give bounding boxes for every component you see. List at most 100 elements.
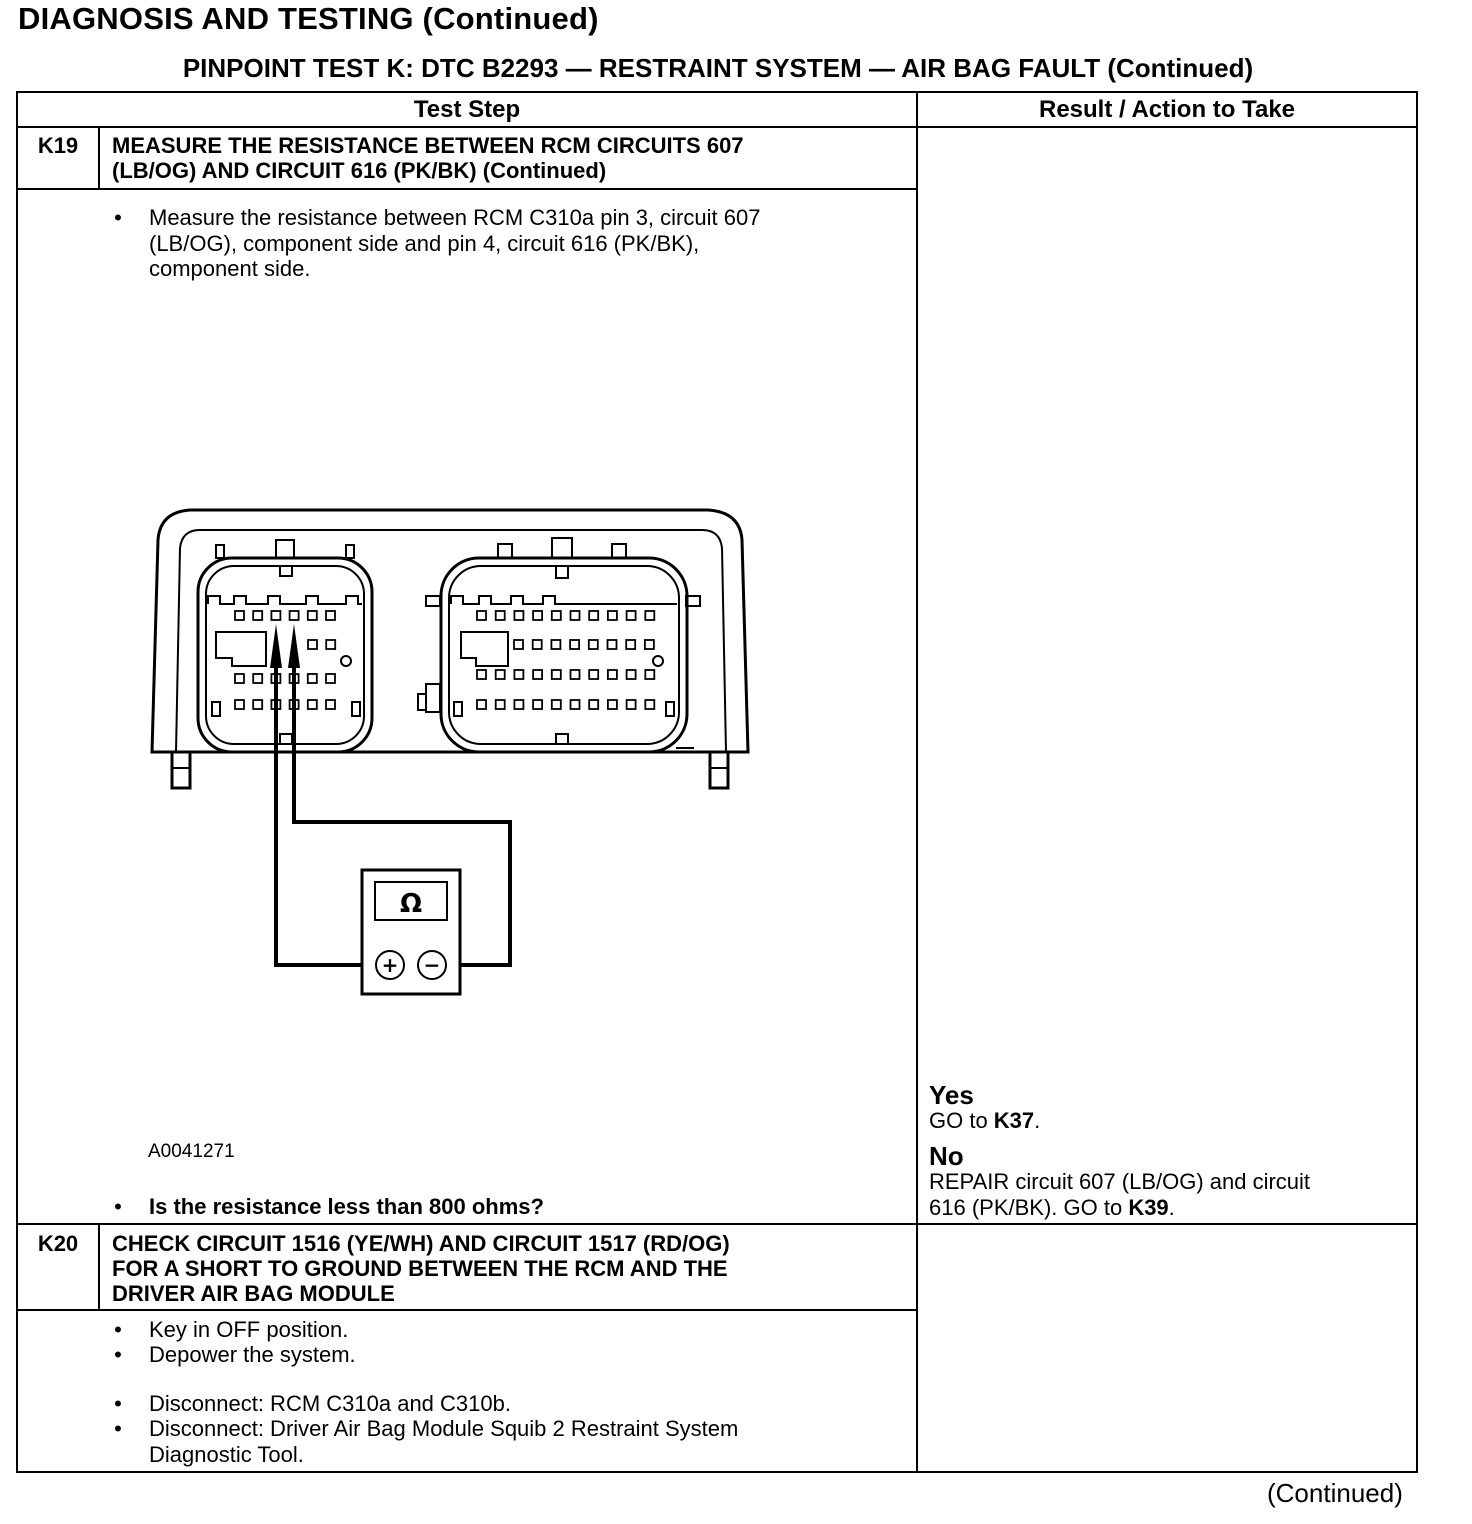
pin-cavity — [625, 610, 637, 621]
pin-cavity — [494, 669, 506, 680]
step-heading-line: DRIVER AIR BAG MODULE — [112, 1281, 395, 1306]
k20-instruction: Disconnect: RCM C310a and C310b. — [149, 1391, 511, 1416]
rcm-housing — [150, 508, 750, 754]
pin-cavity — [306, 673, 318, 684]
instruction-line: (LB/OG), component side and pin 4, circu… — [149, 230, 700, 256]
step-heading-line: MEASURE THE RESISTANCE BETWEEN RCM CIRCU… — [112, 133, 744, 158]
pin-cavity — [494, 699, 506, 710]
step-id-k20: K20 — [37, 1231, 79, 1256]
pin-cavity — [606, 639, 618, 650]
result-no-action: REPAIR circuit 607 (LB/OG) and circuit 6… — [929, 1169, 1310, 1220]
pin-cavity — [513, 669, 525, 680]
pin-cavity — [625, 669, 637, 680]
connector-pins — [234, 610, 656, 710]
pin-cavity — [306, 610, 318, 621]
pin-cavity — [625, 639, 637, 650]
pin-cavity — [234, 610, 245, 621]
pin-cavity — [513, 699, 525, 710]
pin-cavity — [532, 669, 543, 680]
ohmmeter-minus-terminal — [417, 950, 447, 980]
mount-foot-right — [708, 750, 730, 790]
pin-cavity — [252, 699, 264, 710]
pin-cavity — [607, 669, 618, 680]
k19-question: Is the resistance less than 800 ohms? — [149, 1194, 544, 1219]
ohmmeter-display — [374, 881, 448, 921]
bullet-marker: • — [114, 1194, 122, 1219]
pin-cavity — [588, 610, 600, 621]
pin-cavity — [550, 610, 562, 621]
col-header-result: Result / Action to Take — [1038, 96, 1296, 123]
pin-cavity — [513, 610, 525, 621]
step-heading-line: CHECK CIRCUIT 1516 (YE/WH) AND CIRCUIT 1… — [112, 1231, 730, 1256]
pin-cavity — [550, 699, 562, 710]
instruction-line: Disconnect: Driver Air Bag Module Squib … — [149, 1416, 739, 1441]
pin-cavity — [569, 669, 581, 680]
pin-cavity — [644, 699, 656, 710]
result-text: REPAIR circuit 607 (LB/OG) and circuit — [929, 1169, 1311, 1194]
pin-cavity — [588, 699, 600, 710]
pin-cavity — [644, 669, 656, 680]
pin-cavity — [644, 639, 655, 650]
pin-cavity — [325, 673, 336, 684]
pin-cavity — [288, 610, 300, 621]
result-yes-label: Yes — [929, 1080, 974, 1110]
pin-cavity — [325, 639, 337, 650]
instruction-line: component side. — [149, 256, 311, 281]
pin-cavity — [569, 610, 581, 621]
pin-cavity — [625, 699, 637, 710]
figure-id: A0041271 — [148, 1141, 235, 1162]
k19-instruction: Measure the resistance between RCM C310a… — [149, 205, 760, 282]
pin-cavity — [234, 699, 245, 710]
pin-cavity — [532, 610, 543, 621]
result-text: GO to — [929, 1108, 994, 1133]
ohmmeter — [360, 868, 462, 996]
pin-cavity — [607, 699, 618, 710]
ohmmeter-plus-terminal — [375, 950, 405, 980]
pin-cavity — [532, 699, 543, 710]
k20-instruction: Depower the system. — [149, 1342, 356, 1367]
pin-cavity — [476, 669, 487, 680]
k20-instruction: Key in OFF position. — [149, 1317, 349, 1342]
pin-cavity — [325, 610, 336, 621]
bullet-marker: • — [114, 205, 122, 230]
probe-tip-pin3 — [270, 624, 282, 668]
section-title: DIAGNOSIS AND TESTING (Continued) — [18, 1, 599, 36]
result-target-k37: K37 — [993, 1108, 1035, 1133]
result-yes-action: GO to K37. — [929, 1108, 1040, 1134]
continued-note: (Continued) — [1267, 1478, 1403, 1508]
ohmmeter-leads — [274, 645, 512, 967]
result-text: 616 (PK/BK). GO to — [929, 1194, 1129, 1220]
pin-cavity — [476, 699, 487, 710]
pin-cavity — [644, 610, 656, 621]
pin-cavity — [476, 610, 487, 621]
pin-cavity — [234, 673, 245, 684]
ohm-symbol: Ω — [400, 889, 422, 919]
probe-tip-pin4 — [288, 624, 300, 668]
pin-cavity — [531, 639, 543, 650]
step-heading-line: (LB/OG) AND CIRCUIT 616 (PK/BK) (Continu… — [112, 158, 607, 183]
pin-cavity — [513, 639, 524, 650]
minus-sign: − — [424, 953, 441, 977]
instruction-line: Diagnostic Tool. — [149, 1441, 304, 1467]
result-text: . — [1034, 1108, 1041, 1133]
pin-cavity — [607, 610, 618, 621]
rcm-housing-inner — [175, 529, 727, 753]
pin-cavity — [325, 699, 336, 710]
step-id-k19: K19 — [37, 133, 79, 158]
pin-cavity — [306, 699, 318, 710]
plus-sign: + — [382, 953, 399, 977]
result-target-k39: K39 — [1128, 1194, 1169, 1220]
pin-cavity — [550, 639, 562, 650]
result-no-label: No — [929, 1141, 964, 1171]
col-header-test-step: Test Step — [413, 96, 521, 123]
pin-cavity — [270, 610, 282, 621]
pin-cavity — [587, 639, 599, 650]
bullet-marker: • — [114, 1342, 122, 1367]
step-heading-line: FOR A SHORT TO GROUND BETWEEN THE RCM AN… — [112, 1256, 728, 1281]
pinpoint-test-title: PINPOINT TEST K: DTC B2293 — RESTRAINT S… — [182, 53, 1254, 83]
connector-c310b — [439, 556, 689, 754]
pin-cavity — [307, 639, 318, 650]
pin-cavity — [550, 669, 562, 680]
instruction-line: Measure the resistance between RCM C310a… — [149, 205, 761, 230]
bullet-marker: • — [114, 1317, 122, 1342]
